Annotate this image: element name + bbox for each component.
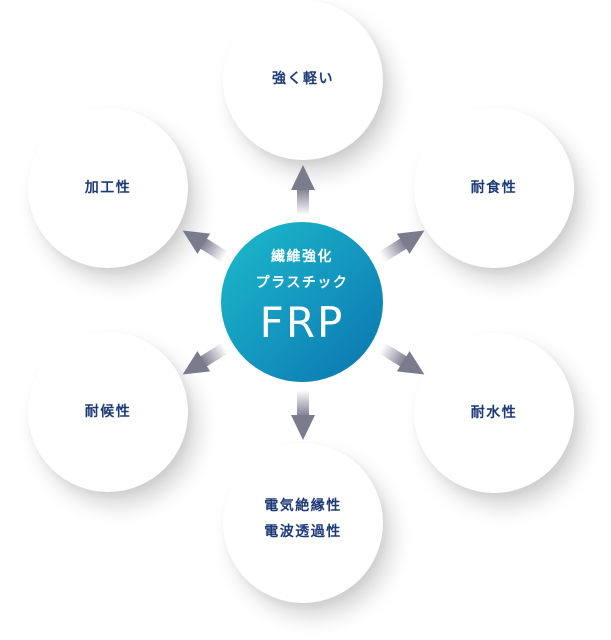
property-node-strong-light: 強く軽い: [223, 0, 383, 160]
property-label: 加工性: [84, 180, 132, 196]
property-node-water-resistance: 耐水性: [414, 333, 574, 493]
center-subtitle-plastic: プラスチック: [255, 275, 349, 291]
property-node-weather-resistance: 耐候性: [28, 332, 188, 492]
arrow-down-icon: [291, 390, 315, 440]
property-label: 強く軽い: [272, 71, 334, 87]
property-node-workability: 加工性: [28, 108, 188, 268]
arrow-up-right-icon: [375, 220, 431, 268]
property-label: 耐候性: [84, 404, 132, 420]
property-node-corrosion-resistance: 耐食性: [414, 108, 574, 268]
property-label-electrical-insulation: 電気絶縁性: [264, 498, 342, 514]
property-label: 耐食性: [470, 180, 518, 196]
property-node-electrical: 電気絶縁性 電波透過性: [223, 443, 383, 603]
frp-center-circle: 繊維強化 プラスチック FRP: [221, 222, 383, 382]
arrow-up-icon: [291, 165, 315, 215]
center-title-frp: FRP: [259, 298, 345, 347]
property-label: 耐水性: [470, 405, 518, 421]
property-label-radio-transparency: 電波透過性: [264, 524, 342, 540]
center-subtitle-fiber-reinforced: 繊維強化: [271, 249, 333, 265]
